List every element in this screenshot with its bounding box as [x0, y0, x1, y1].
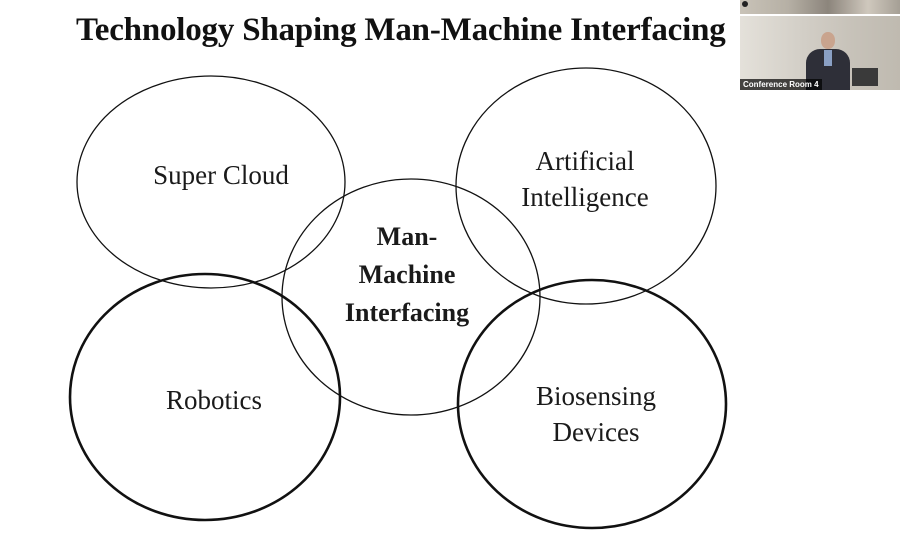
label-man-machine-interfacing: Man- Machine Interfacing [307, 218, 507, 332]
circle-super-cloud [76, 75, 346, 289]
label-line: Super Cloud [153, 160, 289, 190]
label-line: Interfacing [344, 298, 470, 327]
slide-title: Technology Shaping Man-Machine Interfaci… [76, 12, 726, 48]
participant-shirt [824, 50, 832, 66]
participant-head [821, 32, 835, 49]
laptop-image [852, 68, 878, 86]
label-line: Intelligence [521, 182, 649, 212]
participant-name-label: Conference Room 4 [740, 79, 822, 90]
circle-robotics [68, 272, 342, 522]
participant-video-tile[interactable]: Conference Room 4 [740, 16, 900, 90]
label-super-cloud: Super Cloud [111, 157, 331, 193]
label-line: Artificial [535, 146, 635, 176]
label-line: Robotics [165, 385, 262, 415]
label-robotics: Robotics [104, 382, 324, 418]
label-line: Devices [552, 417, 640, 447]
participant-gallery-thumbnail[interactable] [740, 0, 900, 14]
label-line: Man- [376, 222, 438, 251]
circle-biosensing-devices [456, 278, 728, 530]
label-artificial-intelligence: Artificial Intelligence [475, 143, 695, 215]
label-line: Machine [358, 260, 456, 289]
label-biosensing-devices: Biosensing Devices [486, 378, 706, 450]
camera-icon [742, 1, 748, 7]
label-line: Biosensing [535, 381, 656, 411]
